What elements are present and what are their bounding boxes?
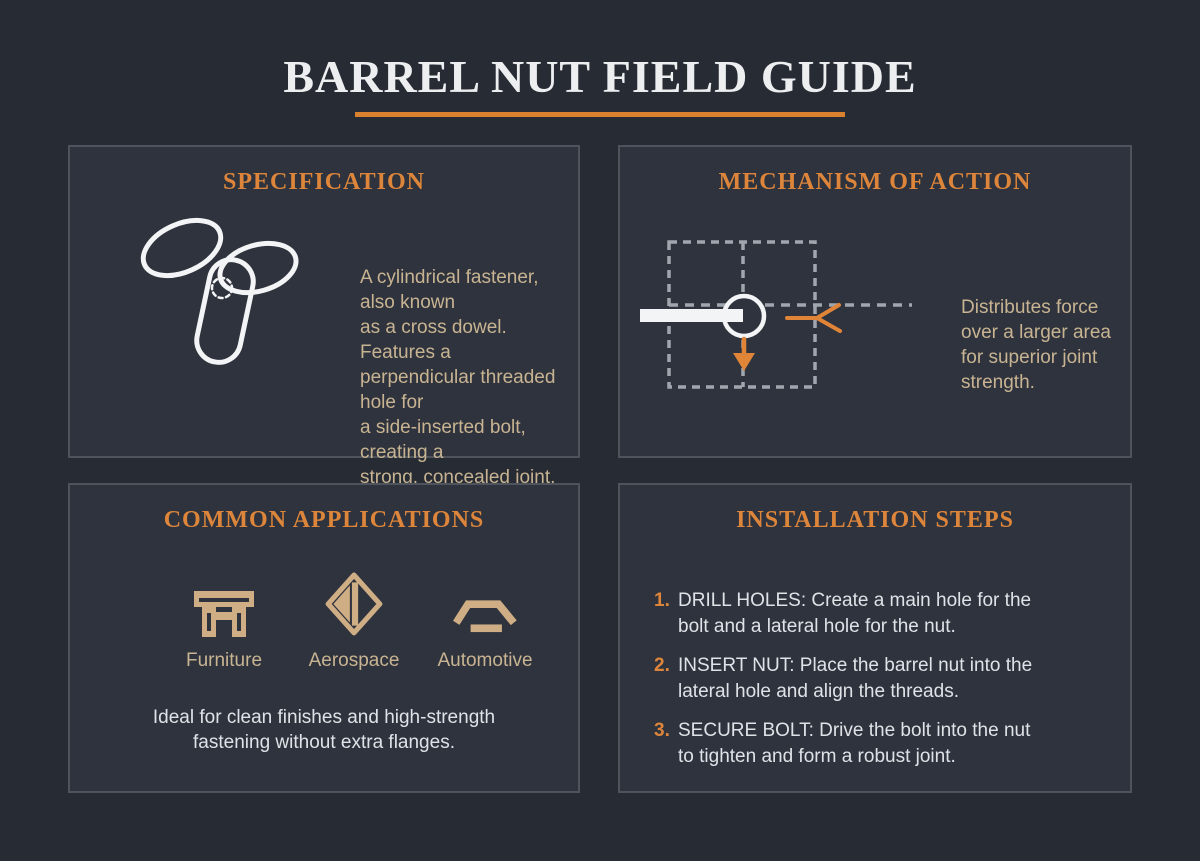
bolt-bar (640, 309, 743, 322)
left-force-arrow (785, 303, 842, 333)
step-number: 2. (654, 655, 670, 676)
installation-step-3: 3. SECURE BOLT: Drive the bolt into the … (654, 718, 1110, 770)
page-title: BARREL NUT FIELD GUIDE (283, 51, 917, 102)
automotive-icon (449, 570, 521, 638)
step-number: 1. (654, 590, 670, 611)
applications-panel: COMMON APPLICATIONS Furniture Aerospace (68, 483, 580, 793)
furniture-label: Furniture (185, 650, 263, 671)
mechanism-description: Distributes force over a larger area for… (961, 297, 1111, 393)
application-item-furniture: Furniture (159, 570, 289, 672)
installation-steps-list: 1. DRILL HOLES: Create a main hole for t… (654, 588, 1110, 783)
barrel-nut-sketch-icon (140, 217, 299, 365)
automotive-label: Automotive (437, 650, 533, 671)
title-underline (355, 112, 845, 117)
installation-step-2: 2. INSERT NUT: Place the barrel nut into… (654, 653, 1110, 705)
application-item-automotive: Automotive (420, 570, 550, 672)
specification-heading: SPECIFICATION (223, 169, 425, 195)
aerospace-label: Aerospace (308, 650, 400, 671)
furniture-icon (193, 570, 255, 638)
specification-panel: SPECIFICATION A cylindrical fastener, al… (68, 145, 580, 488)
specification-description: A cylindrical fastener, also known as a … (360, 267, 556, 488)
applications-note: Ideal for clean finishes and high-streng… (152, 707, 496, 753)
barrel-nut-circle (721, 293, 767, 339)
force-distribution-diagram (640, 240, 912, 389)
mechanism-heading: MECHANISM OF ACTION (718, 169, 1032, 195)
mechanism-panel: MECHANISM OF ACTION Distributes force ov… (618, 145, 1132, 458)
step-text: DRILL HOLES: Create a main hole for the … (678, 590, 1032, 637)
aerospace-icon (325, 570, 383, 638)
applications-heading: COMMON APPLICATIONS (163, 507, 485, 533)
step-text: INSERT NUT: Place the barrel nut into th… (678, 655, 1033, 702)
application-item-aerospace: Aerospace (289, 570, 419, 672)
installation-panel: INSTALLATION STEPS 1. DRILL HOLES: Creat… (618, 483, 1132, 793)
installation-step-1: 1. DRILL HOLES: Create a main hole for t… (654, 588, 1110, 640)
installation-heading: INSTALLATION STEPS (736, 507, 1014, 533)
step-text: SECURE BOLT: Drive the bolt into the nut… (678, 720, 1031, 767)
down-force-arrow (733, 336, 755, 371)
step-number: 3. (654, 720, 670, 741)
